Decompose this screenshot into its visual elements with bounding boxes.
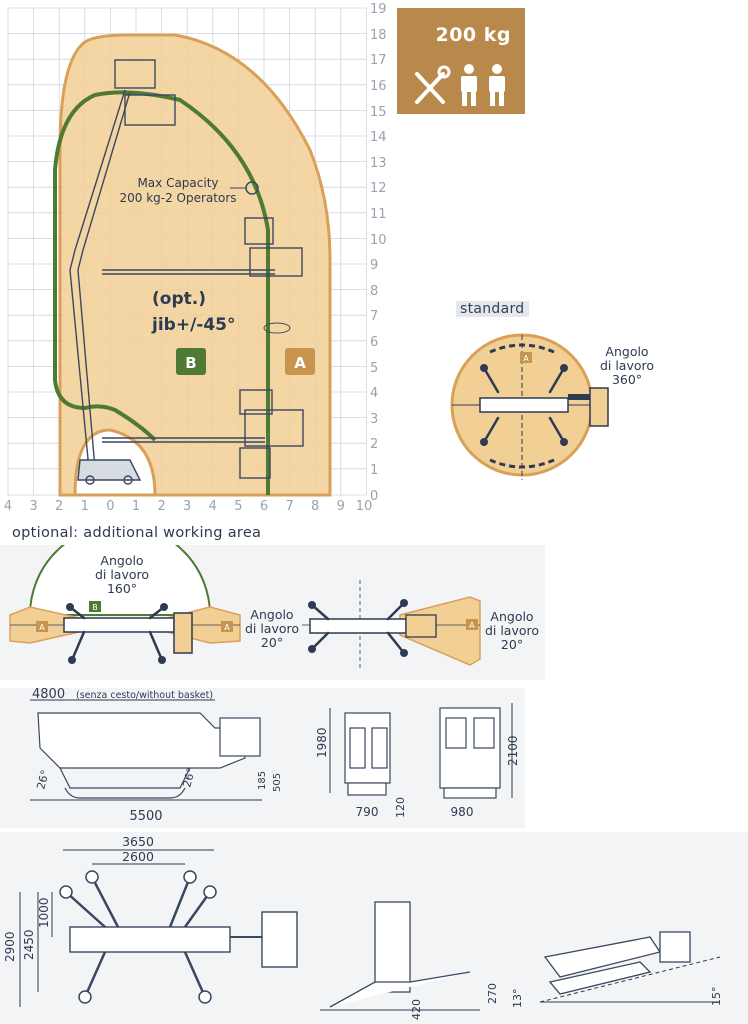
x-tick: 5 xyxy=(234,499,242,514)
y-tick: 10 xyxy=(370,233,387,248)
optional-right-diagram: A Angolo di lavoro 20° xyxy=(302,580,539,670)
right-zone-a: A xyxy=(469,621,475,630)
max-capacity-label-2: 200 kg-2 Operators xyxy=(119,191,236,205)
length-note: (senza cesto/without basket) xyxy=(76,690,213,701)
x-tick: 3 xyxy=(29,499,37,514)
x-tick: 2 xyxy=(55,499,63,514)
jib-label-2: jib+/-45° xyxy=(151,315,236,335)
front-height: 1980 xyxy=(315,727,329,758)
front-track: 120 xyxy=(394,797,407,818)
zone-a-area xyxy=(58,33,332,497)
slope-420: 420 xyxy=(410,999,423,1020)
y-tick: 11 xyxy=(370,207,387,222)
y-tick: 8 xyxy=(370,284,378,299)
x-tick: 7 xyxy=(285,499,293,514)
standard-label: standard xyxy=(456,301,529,317)
optional-title: optional: additional working area xyxy=(12,525,262,541)
standard-angle-2: di lavoro xyxy=(600,358,654,373)
right-angle-2: di lavoro xyxy=(485,623,539,638)
capacity-weight: 200 kg xyxy=(435,24,511,46)
zone-b-badge: B xyxy=(185,354,196,372)
x-tick: 6 xyxy=(260,499,268,514)
standard-zone-a: A xyxy=(523,354,529,363)
y-tick: 17 xyxy=(370,53,387,68)
slope-15: 15° xyxy=(710,987,723,1007)
angle-left: 26° xyxy=(34,769,52,791)
y-tick: 12 xyxy=(370,181,387,196)
length-5500: 5500 xyxy=(129,809,162,824)
depth-mid: 2450 xyxy=(22,929,36,960)
optional-left-diagram: B A A Angolo di lavoro 160° Angolo di la… xyxy=(9,545,299,664)
x-tick: 0 xyxy=(106,499,114,514)
x-tick: 2 xyxy=(157,499,165,514)
x-tick: 3 xyxy=(183,499,191,514)
machine-drawing xyxy=(69,59,304,485)
optional-zone-a-right: A xyxy=(224,623,230,632)
y-tick: 1 xyxy=(370,463,378,478)
y-tick: 5 xyxy=(370,361,378,376)
y-tick: 14 xyxy=(370,130,387,145)
side-angle-2: di lavoro xyxy=(245,621,299,636)
y-tick: 15 xyxy=(370,105,387,120)
length-4800: 4800 xyxy=(32,688,65,702)
span-inner: 2600 xyxy=(122,849,154,864)
big-angle-1: Angolo xyxy=(100,553,143,568)
y-tick: 0 xyxy=(370,489,378,504)
depth-small: 1000 xyxy=(37,897,51,928)
x-tick: 8 xyxy=(311,499,319,514)
working-range-chart: Max Capacity 200 kg-2 Operators (opt.) j… xyxy=(4,2,387,514)
standard-angle-1: Angolo xyxy=(605,344,648,359)
side-angle-1: Angolo xyxy=(250,607,293,622)
y-tick: 19 xyxy=(370,2,387,17)
y-tick: 2 xyxy=(370,437,378,452)
y-tick: 6 xyxy=(370,335,378,350)
h-505: 505 xyxy=(272,773,283,792)
x-tick: 9 xyxy=(337,499,345,514)
y-tick-labels: 0 1 2 3 4 5 6 7 8 9 10 11 12 13 14 15 16… xyxy=(370,2,387,504)
outrigger-legs xyxy=(482,366,566,444)
x-tick: 4 xyxy=(209,499,217,514)
x-tick: 1 xyxy=(132,499,140,514)
standard-rotation-diagram: A Angolo di lavoro 360° xyxy=(450,333,654,480)
optional-zone-a-left: A xyxy=(39,623,45,632)
outriggers-drawing: 3650 2600 2900 2450 1000 420 270 13° 15° xyxy=(3,834,723,1020)
rear-height: 2100 xyxy=(506,735,520,766)
y-tick: 3 xyxy=(370,412,378,427)
zone-a-badge: A xyxy=(294,354,306,372)
capacity-badge: 200 kg xyxy=(397,8,525,114)
wrench-screwdriver-icon xyxy=(415,65,451,104)
jib-label-1: (opt.) xyxy=(152,289,206,309)
two-operators-icon xyxy=(461,64,505,106)
angle-right: 26° xyxy=(180,767,198,789)
side-angle-3: 20° xyxy=(261,635,283,650)
y-tick: 9 xyxy=(370,258,378,273)
slope-13: 13° xyxy=(511,989,524,1009)
x-tick: 1 xyxy=(81,499,89,514)
slope-270: 270 xyxy=(486,983,499,1004)
x-tick: 10 xyxy=(356,499,373,514)
big-angle-3: 160° xyxy=(107,581,137,596)
y-tick: 18 xyxy=(370,28,387,43)
front-width: 790 xyxy=(356,805,379,819)
depth-total: 2900 xyxy=(3,931,17,962)
zone-b-boundary xyxy=(53,90,270,495)
y-tick: 4 xyxy=(370,386,378,401)
y-tick: 13 xyxy=(370,156,387,171)
y-tick: 16 xyxy=(370,79,387,94)
right-angle-1: Angolo xyxy=(490,609,533,624)
optional-zone-b: B xyxy=(92,603,98,612)
standard-angle-3: 360° xyxy=(612,372,642,387)
side-dimensions-drawing: 4800 (senza cesto/without basket) 5500 2… xyxy=(30,688,520,824)
right-angle-3: 20° xyxy=(501,637,523,652)
rear-width: 980 xyxy=(451,805,474,819)
big-angle-2: di lavoro xyxy=(95,567,149,582)
span-outer: 3650 xyxy=(122,834,154,849)
h-185: 185 xyxy=(257,771,268,790)
max-capacity-label-1: Max Capacity xyxy=(137,176,218,190)
x-tick-labels: 4 3 2 1 0 1 2 3 4 5 6 7 8 9 10 xyxy=(4,499,372,514)
y-tick: 7 xyxy=(370,309,378,324)
x-tick: 4 xyxy=(4,499,12,514)
